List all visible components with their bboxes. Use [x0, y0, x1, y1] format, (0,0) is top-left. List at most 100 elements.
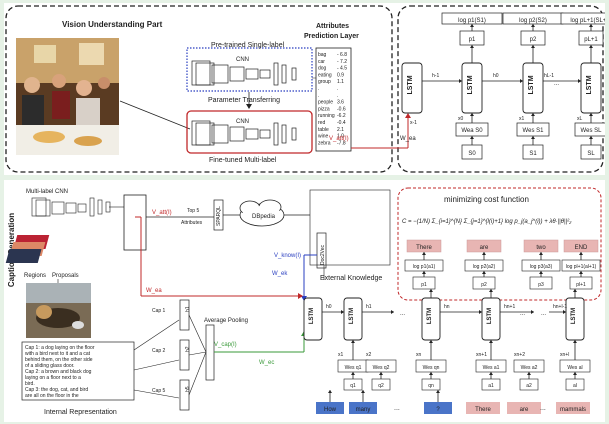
log-prob-label: log p1(S1)	[458, 18, 486, 24]
attribute-value: 1.0	[337, 134, 344, 140]
log-prob-label: log pL+1(SL+1)	[570, 18, 605, 24]
lstm-dashed-box	[397, 5, 604, 173]
lstm-label: LSTM	[407, 75, 414, 94]
dog-photo	[26, 283, 91, 338]
cost-title: minimizing cost function	[444, 195, 529, 204]
vcap-label: V_cap(I)	[214, 342, 237, 348]
h-label: hL-1	[544, 73, 554, 79]
caption-h-boxes: h1 Cap 1 h2 Cap 2 h5 Cap 5	[152, 299, 207, 411]
question-token-box	[349, 402, 377, 414]
x-label: x1	[338, 352, 344, 358]
attribute-value: - 6.8	[337, 52, 347, 58]
avg-pool-vector	[205, 324, 215, 381]
attribute-name: pizza	[318, 106, 330, 112]
h-label: hn+1	[504, 304, 515, 310]
cost-formula: C = −(1/N) Σ_{i=1}^{N} Σ_{j=1}^{l(i)+1} …	[402, 219, 572, 225]
embed-label: Wes a1	[483, 365, 500, 371]
answer-token-box	[556, 402, 590, 414]
attribute-value: -6.2	[337, 113, 346, 119]
embed-label: Wes q2	[373, 365, 390, 371]
embed-label: Wes al	[567, 365, 582, 371]
prob-label: p1	[469, 37, 476, 43]
caption-line: behind them, on the other side	[25, 357, 93, 363]
proposals-label: Proposals	[52, 273, 79, 279]
embed-label: Wes a2	[521, 365, 538, 371]
x-label: xn+1	[476, 352, 487, 358]
log-prob-label: log p1(a1)	[413, 264, 436, 270]
region-proposals	[5, 235, 50, 263]
caption-h-label: h2	[185, 346, 191, 352]
doc2vec-label: Doc2Vec	[320, 244, 326, 265]
pretrained-label: Pre-trained Single-label	[211, 42, 285, 49]
attribute-name: group	[318, 79, 331, 85]
attribute-value: 3.6	[337, 100, 344, 106]
wec-label: W_ec	[259, 360, 274, 366]
x-label: x0	[458, 116, 464, 122]
attribute-name: people	[318, 100, 333, 106]
ellipsis: ...	[400, 311, 405, 317]
attr-title: Attributes	[316, 23, 349, 30]
input-photo	[16, 38, 119, 155]
attribute-value: -0.6	[337, 106, 346, 112]
prob-label: p3	[538, 282, 544, 288]
ellipsis: ...	[541, 311, 546, 317]
caption-h-label: h5	[185, 386, 191, 392]
answer-token: mammals	[560, 407, 586, 413]
vknow-label: V_know(I)	[274, 253, 301, 259]
q-word-label: q1	[350, 383, 356, 389]
cap-label: Cap 1	[152, 308, 166, 314]
answer-word: There	[416, 245, 432, 251]
attribute-name: dog	[318, 66, 327, 72]
external-knowledge-label: External Knowledge	[320, 275, 382, 282]
top-diagram: Vision Understanding Part Pre-trained Si…	[5, 5, 605, 173]
pretrained-cnn-layers	[191, 60, 297, 86]
embed-label: Wes q1	[345, 365, 362, 371]
caption-line: laying on a floor next to a	[25, 375, 81, 381]
watt-label: W_ea	[400, 136, 416, 142]
caption-line: Cap 3: the dog, cat, and bird	[25, 387, 88, 393]
attribute-value: 1.1	[337, 79, 344, 85]
question-token: many	[356, 407, 371, 413]
lstm-label: LSTM	[309, 308, 315, 324]
attribute-value: 0.9	[337, 72, 344, 78]
caption-h-label: h1	[185, 306, 191, 312]
cap-label: Cap 2	[152, 348, 166, 354]
dbpedia-cloud	[239, 199, 285, 227]
answer-token: There	[475, 407, 491, 413]
x-label: xn+2	[514, 352, 525, 358]
photo-to-cnn-arrow	[119, 100, 191, 130]
attribute-name: wine	[318, 134, 329, 140]
attribute-name: running	[318, 113, 335, 119]
x-label: x2	[366, 352, 372, 358]
attributes-mid-label: Attributes	[181, 220, 203, 226]
vision-understanding-panel: Vision Understanding Part Pre-trained Si…	[4, 3, 605, 175]
cap-label: Cap 5	[152, 388, 166, 394]
q-word-label: al	[573, 383, 577, 389]
caption-generation-panel: Caption Generation Multi-label CNN Regio…	[4, 180, 605, 422]
h-label: h0	[326, 304, 332, 310]
log-prob-label: log p2(S2)	[519, 18, 547, 24]
answer-token-box	[507, 402, 541, 414]
lstm-label: LSTM	[427, 308, 433, 324]
answer-word: are	[480, 245, 489, 251]
caption-h-box	[179, 339, 190, 371]
pretrained-cnn-text: CNN	[236, 57, 249, 63]
attr-title2: Prediction Layer	[304, 33, 359, 40]
h-label: h-1	[432, 73, 439, 79]
x-label: xn+l	[560, 352, 569, 358]
finetuned-label: Fine-tuned Multi-label	[209, 157, 277, 164]
lstm-label: LSTM	[528, 75, 535, 94]
question-token: How	[324, 407, 337, 413]
word-label: S1	[529, 151, 537, 157]
x-label: xL	[577, 116, 583, 122]
prob-label: pL+1	[584, 37, 598, 43]
wea-label: W_ea	[146, 288, 162, 294]
prob-label: p2	[481, 282, 487, 288]
multilabel-cnn-label: Multi-label CNN	[26, 189, 68, 195]
prob-label: pl+1	[576, 282, 586, 288]
attribute-value: .	[337, 93, 338, 99]
lstm-cell	[401, 62, 423, 114]
avg-pool-label: Average Pooling	[204, 318, 248, 324]
